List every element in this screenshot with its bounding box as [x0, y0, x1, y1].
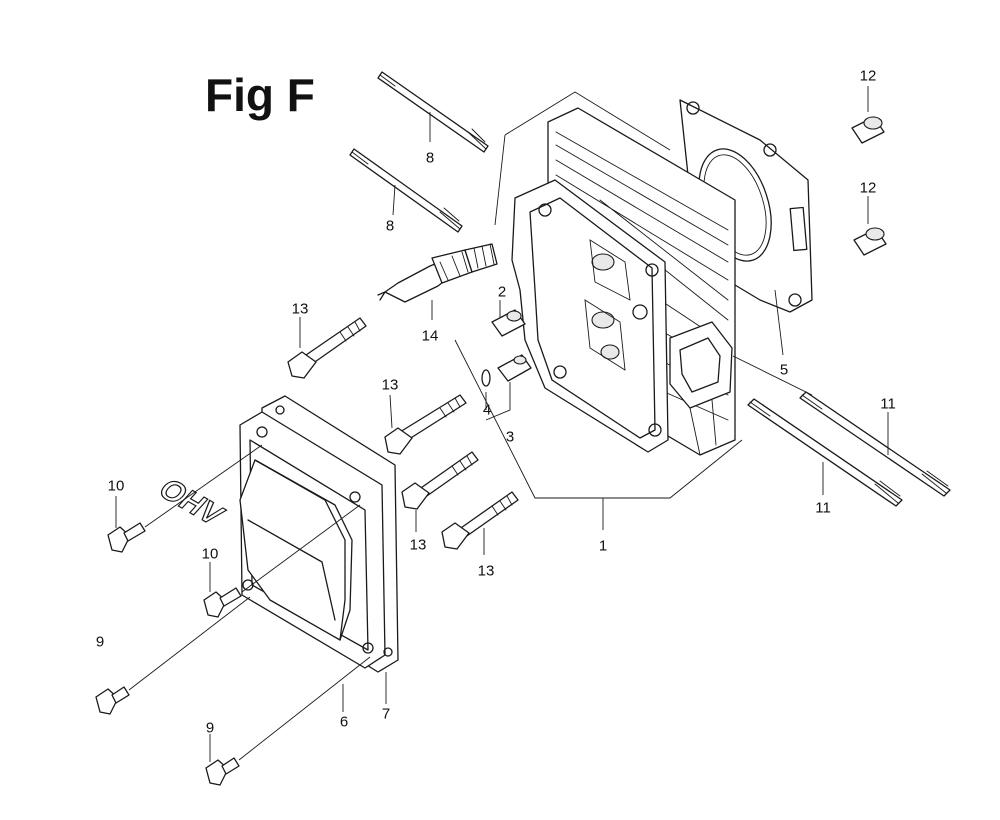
leader-10b-to-cover [241, 504, 361, 593]
callout-2: 2 [497, 283, 507, 301]
dowel-pin-2 [491, 309, 526, 337]
callout-4: 4 [482, 401, 492, 419]
cylinder-head [511, 107, 736, 456]
head-bolt-13d [441, 491, 519, 550]
stud-bolt-8b [349, 148, 463, 233]
leader-9b-to-cover [238, 656, 371, 761]
callout-13-d: 13 [477, 562, 495, 580]
cover-bolt-10a [107, 522, 146, 553]
callout-8-lower: 8 [385, 217, 395, 235]
callout-9-lower: 9 [205, 719, 215, 737]
head-bolt-13c [401, 451, 479, 510]
callout-11-lower: 11 [815, 499, 831, 517]
rocker-cover-lettering: OHV [152, 474, 231, 532]
callout-12-lower: 12 [859, 179, 877, 197]
figure-title: Fig F [205, 69, 315, 121]
long-stud-11a [799, 391, 951, 497]
collar-12a [851, 116, 885, 144]
callout-1: 1 [598, 537, 608, 555]
leader-10a-to-cover [144, 444, 263, 528]
callout-13-c: 13 [409, 536, 427, 554]
rocker-cover [239, 395, 399, 673]
head-bolt-13b [384, 394, 467, 455]
callout-3: 3 [505, 428, 515, 446]
callout-12-upper: 12 [859, 67, 877, 85]
callout-6: 6 [339, 713, 349, 731]
callout-10-upper: 10 [107, 477, 125, 495]
cover-bolt-10b [203, 587, 242, 618]
spark-plug [377, 243, 498, 303]
washer-4 [481, 369, 491, 387]
callout-13-b: 13 [381, 376, 399, 394]
callout-7: 7 [381, 705, 391, 723]
leader-13b [389, 394, 393, 429]
long-stud-11b [747, 398, 903, 507]
callout-5: 5 [779, 361, 789, 379]
cover-bolt-9a [95, 686, 130, 715]
collar-12b [853, 227, 887, 256]
cover-bolt-9b [205, 757, 240, 786]
assembly-bracket-1 [454, 91, 743, 499]
leader-5 [774, 289, 784, 356]
leader-8b [392, 184, 396, 216]
callout-9-upper: 9 [95, 633, 105, 651]
head-bolt-13a [287, 317, 367, 379]
callout-11-upper: 11 [880, 395, 896, 413]
callout-10-lower: 10 [201, 545, 219, 563]
callout-8-upper: 8 [425, 149, 435, 167]
leader-head-to-stud [732, 355, 813, 396]
leader-3-4 [485, 382, 511, 421]
callout-13-a: 13 [291, 300, 309, 318]
callout-14: 14 [421, 327, 439, 345]
leader-9a-to-cover [128, 596, 251, 691]
dowel-pin-3 [497, 354, 532, 382]
stud-bolt-8a [377, 71, 489, 153]
